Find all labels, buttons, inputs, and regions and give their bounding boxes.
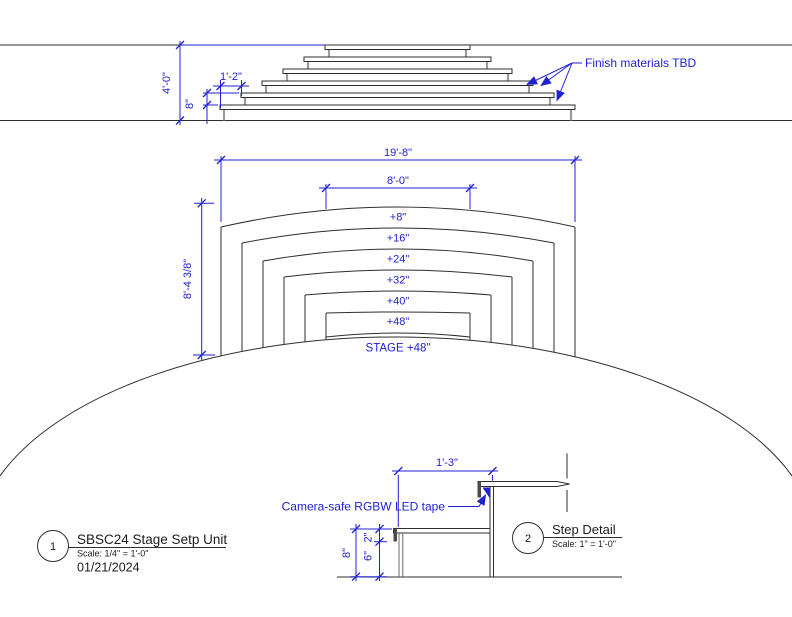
tread-arc-1 [220,206,576,228]
tread-arc-3 [262,248,534,262]
drawing-1-scale: Scale: 1/4" = 1'-0" [77,549,148,559]
stage-edge-arc [0,336,792,477]
dim-top-width-label: 8'-0" [387,175,409,187]
drawing-1-title: SBSC24 Stage Setp Unit [77,532,227,547]
step-detail-view: 1'-3" Camera-safe RGBW LED tape 8" 2" 6" [282,453,622,582]
stage-level-label: STAGE +48" [366,343,431,355]
tread-arc-6 [325,311,471,314]
top-platform-front-arc [325,332,471,338]
dimension-rise-8in: 8" [184,88,239,124]
finish-note-leader: Finish materials TBD [526,56,696,102]
title-block-2: 2 Step Detail Scale: 1" = 1'-0" [512,522,622,554]
dim-tread-label: 1'-2" [220,71,242,83]
upper-deck-plate [477,481,570,487]
tread-nosing-lip [393,528,397,542]
dim-total-rise-label: 8" [341,548,353,558]
dimension-tread-depth: 1'-3" [392,457,498,527]
dimension-thickness-and-leg: 2" 6" [363,524,387,582]
led-tape-marker [482,487,490,499]
dimension-total-rise: 8" [341,524,392,582]
step-plate-3 [282,68,513,74]
lower-tread-plate [393,528,491,534]
level-label-5: +40" [387,296,410,308]
dimension-height-4ft: 4'-0" [161,40,185,125]
led-note-leader: Camera-safe RGBW LED tape [282,494,486,514]
dimension-top-width: 8'-0" [319,175,477,209]
tread-side-edges-right [469,227,576,357]
plan-view: 19'-8" 8'-0" 8'-4 3/8" +8" +16" +24" +32… [0,147,792,477]
drawing-number-1: 1 [50,541,56,553]
led-note-label: Camera-safe RGBW LED tape [282,500,446,514]
dim-rise-label: 8" [184,99,196,109]
level-label-6: +48" [387,316,410,328]
step-plate-6 [219,104,576,110]
dim-tread-depth-label: 1'-3" [436,457,458,469]
dim-height-label: 4'-0" [161,72,173,94]
dim-overall-width-label: 19'-8" [384,147,412,159]
level-label-1: +8" [390,212,407,224]
deck-nosing-lip [477,481,481,498]
drawing-1-date: 01/21/2024 [77,561,140,575]
tread-arc-5 [304,290,492,296]
level-label-3: +24" [387,254,410,266]
dimension-tread-1ft2: 1'-2" [213,71,249,108]
step-plate-4 [261,80,534,86]
drawing-2-title: Step Detail [552,522,616,537]
dimension-overall-width: 19'-8" [214,147,582,222]
step-plate-5 [240,92,555,98]
dim-depth-label: 8'-4 3/8" [182,259,194,299]
elevation-view: 4'-0" 1'-2" 8" Finish materials TBD [0,40,792,125]
drawing-2-scale: Scale: 1" = 1'-0" [552,539,616,549]
level-label-4: +32" [387,275,410,287]
dim-thickness-label: 2" [363,532,375,542]
drawing-number-2: 2 [525,533,531,545]
title-block-1: 1 SBSC24 Stage Setp Unit Scale: 1/4" = 1… [37,530,227,575]
finish-note-label: Finish materials TBD [585,56,696,70]
level-label-2: +16" [387,233,410,245]
tread-arc-2 [241,227,555,244]
tread-side-edges-left [220,227,327,356]
dimension-depth: 8'-4 3/8" [182,198,215,360]
drawing-number-1-circle [37,530,69,562]
step-plate-1 [324,44,471,50]
step-plate-2 [303,56,492,62]
tread-arc-4 [283,269,513,278]
dim-leg-height-label: 6" [363,551,375,561]
